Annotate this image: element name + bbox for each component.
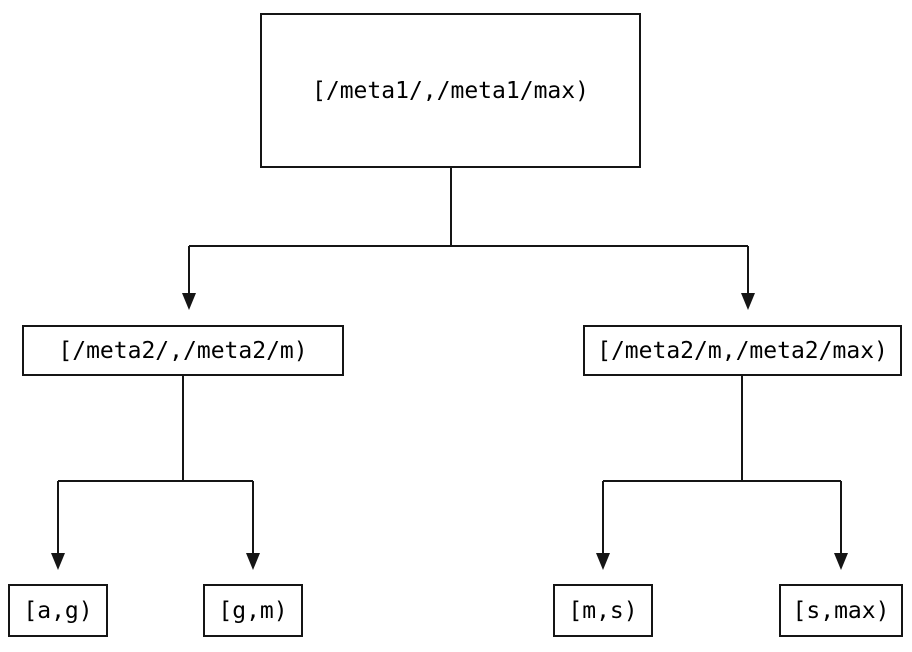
arrowhead-down-icon <box>182 293 196 310</box>
node-meta2-low: [/meta2/,/meta2/m) <box>22 325 344 376</box>
arrowhead-down-icon <box>596 553 610 570</box>
arrowhead-down-icon <box>834 553 848 570</box>
arrowhead-down-icon <box>246 553 260 570</box>
node-meta2-low-label: [/meta2/,/meta2/m) <box>58 337 308 364</box>
node-leaf-ms: [m,s) <box>553 584 653 637</box>
node-leaf-ag: [a,g) <box>8 584 108 637</box>
node-leaf-gm-label: [g,m) <box>218 597 288 624</box>
node-meta2-high-label: [/meta2/m,/meta2/max) <box>597 337 888 364</box>
arrowhead-down-icon <box>741 293 755 310</box>
node-leaf-smax: [s,max) <box>779 584 903 637</box>
arrowhead-down-icon <box>51 553 65 570</box>
node-root-label: [/meta1/,/meta1/max) <box>312 77 589 104</box>
node-leaf-smax-label: [s,max) <box>792 597 890 624</box>
node-leaf-ag-label: [a,g) <box>23 597 93 624</box>
node-root: [/meta1/,/meta1/max) <box>260 13 641 168</box>
node-leaf-gm: [g,m) <box>203 584 303 637</box>
node-leaf-ms-label: [m,s) <box>568 597 638 624</box>
node-meta2-high: [/meta2/m,/meta2/max) <box>583 325 902 376</box>
